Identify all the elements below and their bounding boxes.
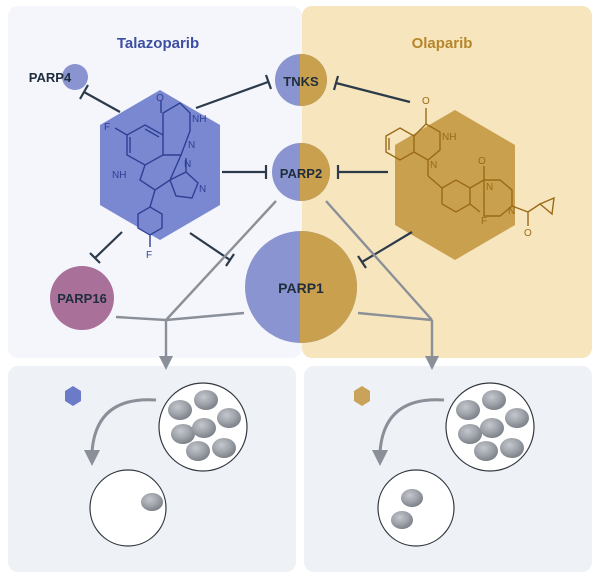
left-single-cell <box>89 469 167 547</box>
right-two-cell <box>377 469 455 547</box>
parp4-circle <box>62 64 88 90</box>
tnks-circle-right-half <box>300 54 327 106</box>
parp2-circle-right-half <box>300 143 330 201</box>
parp4-label: PARP4 <box>29 70 72 85</box>
talazoparib-nh: NH <box>192 114 206 125</box>
right-curved-arrow <box>378 398 445 453</box>
talazoparib-triazole-n: N <box>199 184 206 195</box>
right-colony-nuclei <box>456 390 529 461</box>
talazoparib-fluorine-bottom: F <box>146 250 152 261</box>
olaparib-oxygen: O <box>422 96 430 107</box>
olaparib-piperazine-n2: N <box>508 206 515 217</box>
talazoparib-structure <box>114 101 199 247</box>
olaparib-hexagon <box>395 110 515 260</box>
talazoparib-fluorine-top: F <box>104 122 110 133</box>
parp1-circle-right-half <box>300 231 357 343</box>
olaparib-structure <box>385 108 555 226</box>
olaparib-small-hexagon <box>354 386 370 406</box>
olaparib-cell-panel <box>304 366 592 572</box>
left-arrow-head <box>159 356 173 370</box>
convergence-arrows <box>115 200 434 358</box>
left-single-nucleus <box>141 493 163 511</box>
talazoparib-n: N <box>188 140 195 151</box>
olaparib-amide-oxygen: O <box>524 228 532 239</box>
olaparib-piperazine-n1: N <box>486 182 493 193</box>
talazoparib-oxygen: O <box>156 93 164 104</box>
right-arrow-head <box>425 356 439 370</box>
right-nucleus-a <box>401 489 423 507</box>
inhibition-lines <box>79 74 413 269</box>
olaparib-nh: NH <box>442 132 456 143</box>
talazoparib-n-methyl: N <box>184 159 191 170</box>
left-curved-arrow-head <box>84 450 100 466</box>
parp16-label: PARP16 <box>57 291 107 306</box>
olaparib-fluorine: F <box>481 216 487 227</box>
olaparib-n: N <box>430 160 437 171</box>
left-curved-arrow <box>90 398 157 453</box>
olaparib-carbonyl-oxygen: O <box>478 156 486 167</box>
parp16-circle <box>50 266 114 330</box>
talazoparib-title: Talazoparib <box>117 35 199 52</box>
talazoparib-small-hexagon <box>65 386 81 406</box>
parp1-label: PARP1 <box>278 280 324 296</box>
talazoparib-cell-panel <box>8 366 296 572</box>
tnks-label: TNKS <box>283 74 319 89</box>
parp2-label: PARP2 <box>280 166 322 181</box>
right-nucleus-b <box>391 511 413 529</box>
olaparib-title: Olaparib <box>412 35 473 52</box>
right-curved-arrow-head <box>372 450 388 466</box>
left-colony-nuclei <box>168 390 241 461</box>
talazoparib-amine: NH <box>112 170 126 181</box>
